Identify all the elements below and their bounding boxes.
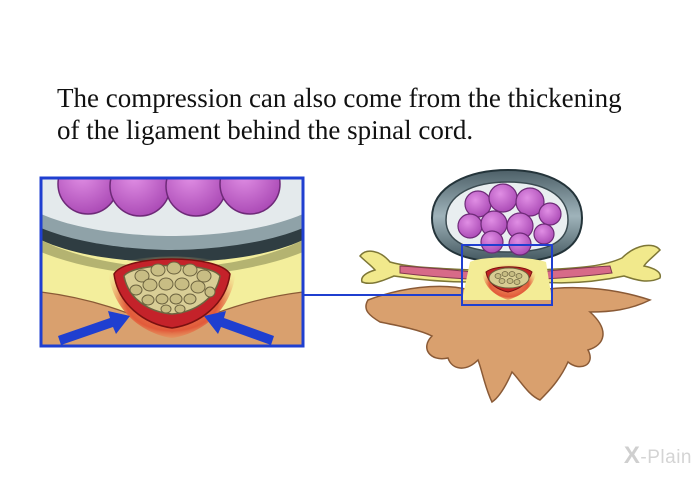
arrow-right-icon	[204, 311, 274, 345]
logo-mark: X	[623, 442, 641, 469]
xplain-logo: X-Plain	[624, 442, 692, 470]
disc-lobes	[57, 178, 281, 217]
vertebra	[359, 168, 662, 404]
zoom-frame	[39, 176, 305, 348]
logo-text: -Plain	[640, 447, 692, 468]
focus-frame	[461, 244, 553, 306]
nerve-fibers	[129, 261, 216, 314]
caption-line-1: The compression can also come from the t…	[57, 83, 622, 113]
arrow-left-icon	[58, 311, 130, 345]
caption: The compression can also come from the t…	[57, 82, 677, 146]
vertebra-bone	[365, 285, 652, 404]
caption-line-2: of the ligament behind the spinal cord.	[57, 115, 474, 145]
small-disc-lobes	[457, 183, 562, 256]
zoom-panel	[41, 178, 303, 346]
